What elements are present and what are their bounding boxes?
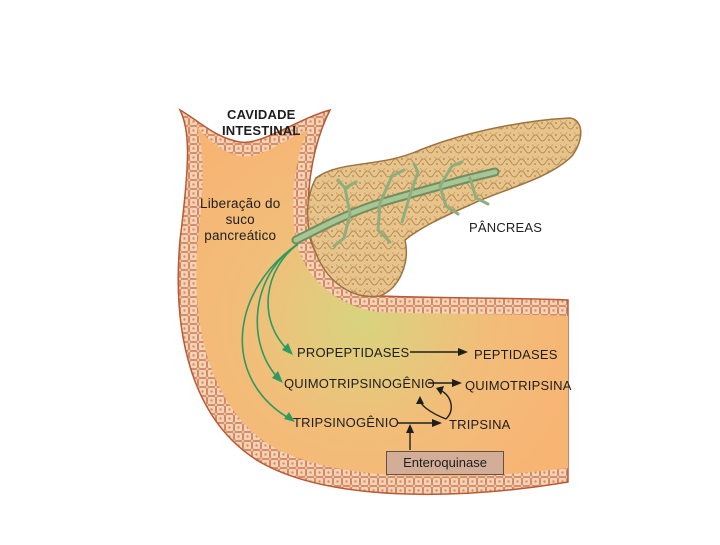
chymotrypsin-label: QUIMOTRIPSINA bbox=[465, 378, 572, 393]
release-label-line3: pancreático bbox=[204, 228, 277, 243]
propeptidases-label: PROPEPTIDASES bbox=[297, 345, 410, 360]
juice-release-arrows bbox=[241, 243, 299, 421]
reaction-arrows bbox=[398, 351, 462, 450]
cavity-label-line1: CAVIDADE bbox=[227, 107, 296, 122]
juice-arrowheads bbox=[272, 343, 295, 422]
cavity-label-line2: INTESTINAL bbox=[222, 123, 301, 138]
duct-branches bbox=[332, 160, 490, 248]
pancreas-label: PÂNCREAS bbox=[469, 220, 543, 235]
peptidases-label: PEPTIDASES bbox=[474, 347, 558, 362]
release-label-line2: suco bbox=[225, 212, 255, 227]
pancreas-body bbox=[306, 117, 582, 298]
chymotrypsinogen-label: QUIMOTRIPSINOGÊNIO bbox=[284, 376, 435, 391]
cavity-label: CAVIDADE INTESTINAL bbox=[222, 107, 301, 139]
release-label-line1: Liberação do bbox=[200, 196, 281, 211]
intestinal-lumen bbox=[196, 125, 568, 477]
trypsin-label: TRIPSINA bbox=[449, 417, 511, 432]
release-label: Liberação do suco pancreático bbox=[200, 196, 280, 244]
enterokinase-box: Enteroquinase bbox=[386, 451, 504, 475]
trypsinogen-label: TRIPSINOGÊNIO bbox=[293, 415, 399, 430]
reaction-arrowheads bbox=[406, 348, 468, 433]
